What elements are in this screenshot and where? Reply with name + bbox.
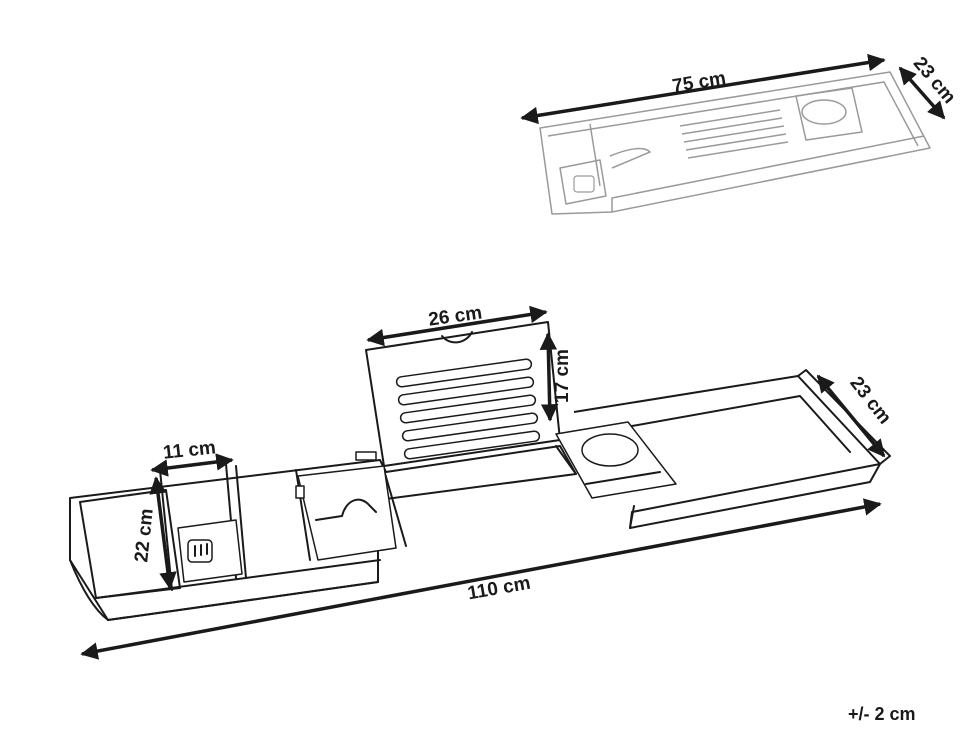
book-rest-height-arrow xyxy=(539,332,559,422)
compact-width-arrow xyxy=(898,66,946,120)
book-rest-height-label: 17 cm xyxy=(552,349,573,403)
compact-length-arrow xyxy=(520,53,886,125)
extended-length-arrow xyxy=(80,498,882,660)
compact-length-label: 75 cm xyxy=(671,68,727,97)
compact-caddy xyxy=(539,71,931,215)
book-rest-width-label: 26 cm xyxy=(427,302,483,330)
soap-slot-width-label: 11 cm xyxy=(162,437,217,463)
extended-caddy xyxy=(69,321,891,621)
soap-slot-width-arrow xyxy=(150,453,234,477)
compact-width-label: 23 cm xyxy=(909,53,960,108)
tray-width-arrow xyxy=(816,374,886,458)
tolerance-note: +/- 2 cm xyxy=(848,704,916,724)
extended-length-label: 110 cm xyxy=(466,573,532,605)
book-rest-width-arrow xyxy=(366,305,548,347)
